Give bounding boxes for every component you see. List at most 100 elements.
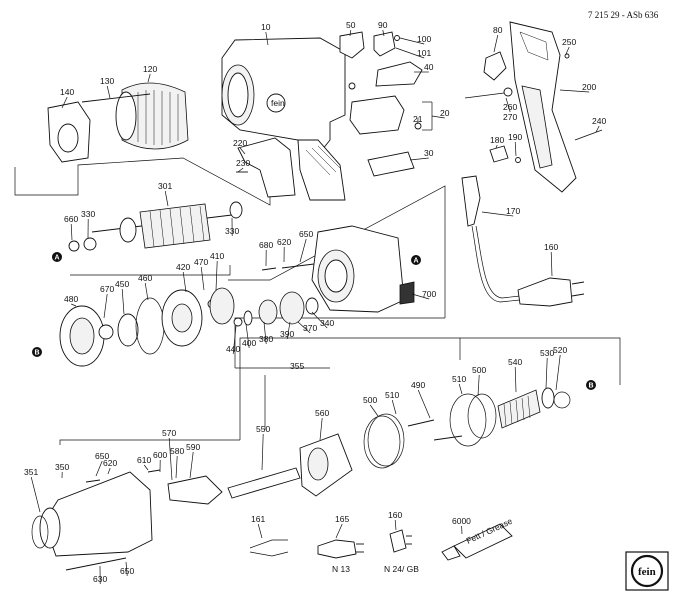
part-label-p30: 30 [424,148,434,158]
cord-clamp [489,145,509,163]
leader-p650a [299,238,307,263]
leader-lines [30,29,600,585]
bearing-660 [68,240,80,252]
part-label-p700: 700 [422,289,436,299]
part-label-p650c: 650 [120,566,134,576]
svg-text:A: A [414,258,419,265]
part-label-p170: 170 [506,206,520,216]
leader-p170 [481,211,514,217]
leader-p460 [144,282,149,301]
anvil [167,475,223,505]
gear-housing [311,225,415,313]
screw-21a [348,82,356,90]
doc-code: 7 215 29 - ASb 636 [588,10,659,20]
leader-p510a [391,399,397,415]
leader-p610 [143,464,149,471]
part-label-p410: 410 [210,251,224,261]
leader-p570 [168,437,173,481]
leader-p101 [395,47,425,59]
leader-p420 [182,271,187,293]
leader-p400 [245,323,250,349]
marker-a-left: A [52,252,62,262]
part-label-p350: 350 [55,462,69,472]
part-label-p370: 370 [303,323,317,333]
part-label-p440: 440 [226,344,240,354]
part-label-p510a: 510 [385,390,399,400]
leader-p650c [125,561,128,577]
part-label-p50: 50 [346,20,356,30]
marker-a-right: A [411,255,421,265]
leader-p450 [121,288,125,315]
part-label-p630: 630 [93,574,107,584]
leader-p200 [559,89,590,93]
part-label-p200: 200 [582,82,596,92]
armature [91,201,243,249]
part-label-p355: 355 [290,361,304,371]
leader-p80 [493,34,499,53]
part-label-p80: 80 [493,25,503,35]
part-label-p600: 600 [153,450,167,460]
switch-90 [373,31,396,57]
part-label-p390: 390 [280,329,294,339]
leader-p351 [30,476,41,513]
part-label-p160b: 160 [388,510,402,520]
svg-text:B: B [589,383,594,390]
leader-p540 [514,366,517,393]
leader-p550 [261,433,264,471]
part-label-p660: 660 [64,214,78,224]
leader-p580 [175,455,178,479]
leader-p440 [232,325,237,355]
part-label-p270: 270 [503,112,517,122]
part-label-p480: 480 [64,294,78,304]
part-label-p580: 580 [170,446,184,456]
part-label-p500a: 500 [363,395,377,405]
leader-p590 [189,451,194,479]
screw-250 [564,53,570,59]
part-label-p680: 680 [259,240,273,250]
leader-p20 [431,115,445,119]
leader-p240 [595,125,600,133]
part-label-p460: 460 [138,273,152,283]
leader-p480 [71,303,77,307]
power-cable [461,175,585,307]
accessory-plug-n24gb [389,529,412,553]
part-label-p260: 260 [503,102,517,112]
switch-block-20 [349,95,405,135]
screw-240 [574,129,603,141]
part-label-p90: 90 [378,20,388,30]
part-label-p165: 165 [335,514,349,524]
leader-p500a [369,404,379,417]
leader-p30 [409,157,429,161]
part-label-p670: 670 [100,284,114,294]
part-label-p490: 490 [411,380,425,390]
part-label-p161: 161 [251,514,265,524]
leader-p470 [200,266,205,291]
screw-650c [85,479,101,483]
leader-p165 [335,523,343,539]
leader-p130 [106,85,111,99]
leader-p180 [495,144,498,149]
field-coil [115,82,189,150]
part-label-p590: 590 [186,442,200,452]
leader-p370 [297,321,311,334]
leader-p250 [565,46,570,55]
part-label-p330a: 330 [81,209,95,219]
part-label-p351: 351 [24,467,38,477]
leader-p530 [545,357,548,389]
motor-housing: fein [221,37,346,201]
leader-p50 [349,29,352,37]
part-label-p140: 140 [60,87,74,97]
part-label-p180: 180 [490,135,504,145]
leader-p260 [505,97,511,113]
hammer-mechanism [227,387,571,499]
screw-650a [281,263,315,269]
part-label-p160: 160 [544,242,558,252]
svg-text:fein: fein [271,98,285,108]
leader-p410 [215,260,218,291]
part-label-p120: 120 [143,64,157,74]
svg-text:B: B [35,350,40,357]
leader-p301 [164,190,169,207]
part-label-p510b: 510 [452,374,466,384]
leader-p380 [263,321,267,345]
